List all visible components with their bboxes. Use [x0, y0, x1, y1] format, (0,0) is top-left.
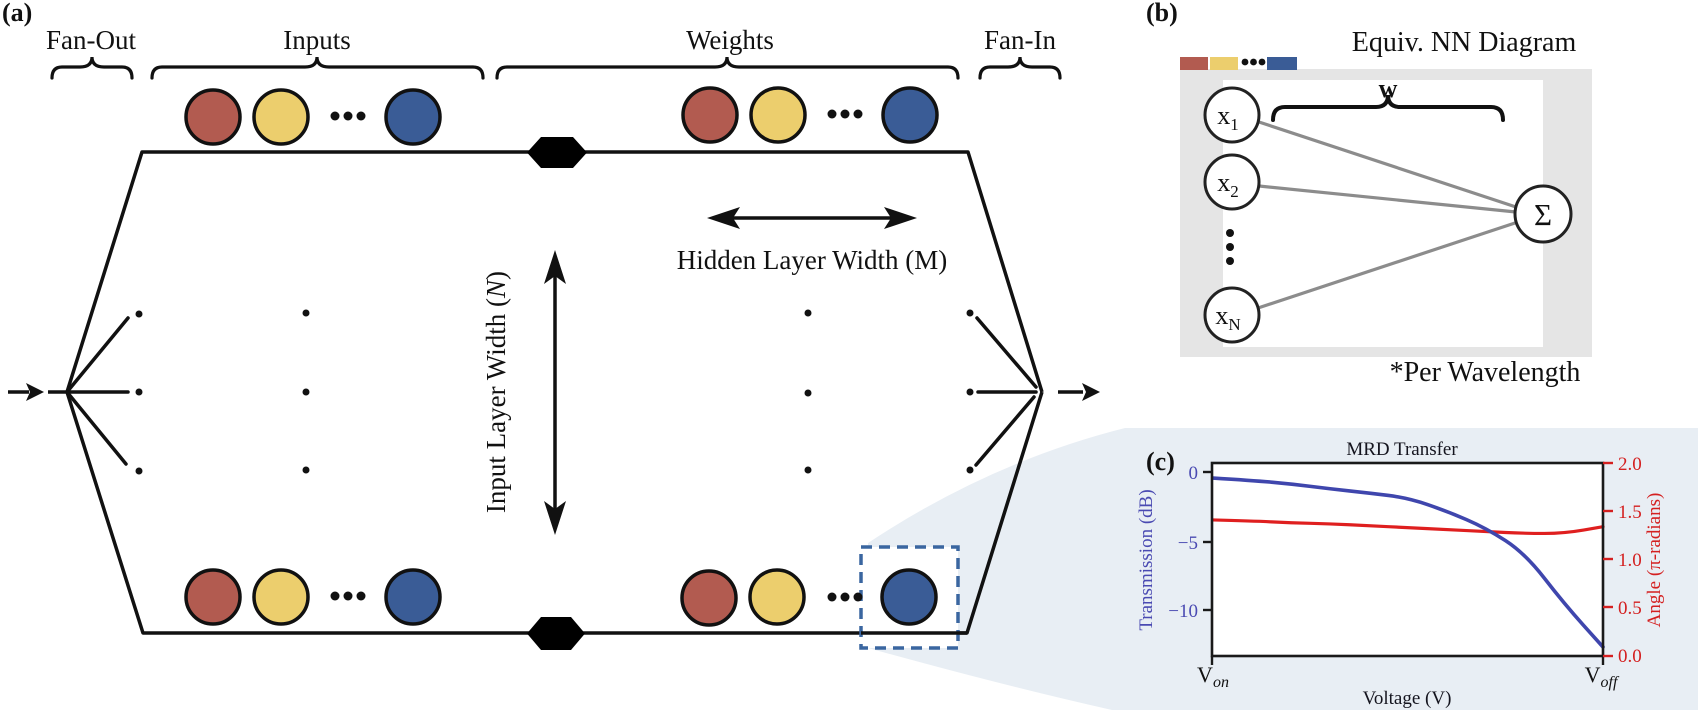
nn-inner-white-box — [1223, 80, 1543, 347]
weights-bottom-ellipsis — [827, 592, 863, 602]
left-tick-m5: −5 — [1178, 533, 1198, 554]
inputs-ring-row-top — [184, 88, 442, 146]
panel-a-label: (a) — [2, 0, 32, 27]
ring-blue — [384, 88, 442, 146]
ring-blue — [384, 568, 442, 626]
ring-blue-zoomed — [880, 568, 938, 626]
fan-in-brace — [978, 56, 1062, 80]
ring-blue — [881, 86, 939, 144]
plot-area — [1212, 463, 1603, 656]
node-x1 — [1203, 86, 1261, 144]
ring-red — [681, 86, 739, 144]
fan-in-spokes — [974, 316, 1038, 467]
right-tick-05: 0.5 — [1618, 598, 1642, 619]
fan-out-spokes — [65, 316, 130, 466]
fan-out-dots — [135, 310, 143, 475]
w-brace — [1271, 94, 1505, 122]
bottom-hexagon-modulator — [527, 617, 585, 650]
ring-red — [184, 568, 242, 626]
nn-edges — [1257, 120, 1519, 310]
inputs-bottom-ellipsis — [330, 591, 366, 601]
inputs-top-ellipsis — [330, 111, 366, 121]
legend-ellipsis — [1241, 58, 1266, 66]
node-x2 — [1203, 153, 1261, 211]
ring-yellow — [252, 88, 310, 146]
right-tick-marks — [1603, 461, 1613, 658]
nn-title: Equiv. NN Diagram — [1352, 27, 1577, 58]
right-tick-10: 1.0 — [1618, 550, 1642, 571]
ring-yellow — [252, 568, 310, 626]
hidden-layer-width-label: Hidden Layer Width (M) — [677, 245, 948, 275]
inputs-brace — [150, 56, 485, 80]
wavelength-legend — [1180, 57, 1297, 70]
inputs-ring-row-bottom — [184, 568, 442, 626]
per-wavelength-footnote: *Per Wavelength — [1390, 357, 1581, 388]
legend-square-yellow — [1210, 57, 1238, 70]
hidden-layer-width-arrow — [707, 207, 917, 229]
weights-top-ellipsis — [827, 109, 863, 119]
top-hexagon-modulator — [527, 137, 587, 168]
nn-input-nodes — [1203, 86, 1261, 344]
weights-brace — [495, 56, 960, 80]
transmission-curve — [1211, 476, 1605, 649]
ring-red — [184, 88, 242, 146]
left-tick-marks — [1203, 470, 1605, 665]
left-tick-m10: −10 — [1168, 601, 1198, 622]
weights-label: Weights — [686, 25, 774, 55]
nn-node-ellipsis — [1226, 229, 1234, 265]
node-x1-label: x1 — [1217, 101, 1239, 134]
panel-b: (b) Equiv. NN Diagram w x1 x2 xN Σ *Per … — [1146, 0, 1592, 388]
ring-yellow — [749, 86, 807, 144]
ring-red — [680, 569, 738, 627]
plot-title: MRD Transfer — [1346, 439, 1458, 460]
weights-ring-row-top — [681, 86, 939, 144]
fan-in-dots — [966, 309, 974, 474]
left-tick-0: 0 — [1189, 463, 1199, 484]
weights-column-dots — [804, 309, 812, 474]
fan-out-label: Fan-Out — [46, 25, 136, 55]
fan-in-label: Fan-In — [984, 25, 1056, 55]
ylabel-angle: Angle (π-radians) — [1644, 493, 1665, 628]
ring-yellow — [748, 568, 806, 626]
input-layer-width-arrow — [544, 250, 566, 535]
ylabel-transmission: Transmission (dB) — [1136, 489, 1157, 630]
x-tick-voff: Voff — [1585, 662, 1620, 691]
legend-square-red — [1180, 57, 1208, 70]
panel-b-label: (b) — [1146, 0, 1178, 27]
sum-node-label: Σ — [1534, 197, 1552, 232]
node-sum — [1513, 184, 1573, 244]
right-tick-00: 0.0 — [1618, 646, 1642, 667]
node-xN — [1203, 286, 1261, 344]
node-xN-label: xN — [1215, 301, 1240, 334]
legend-square-blue — [1267, 57, 1297, 70]
panel-a: (a) Fan-Out Inputs Weights Fan-In Hidden… — [2, 0, 1100, 650]
input-layer-width-label: Input Layer Width (N) — [481, 271, 511, 513]
angle-curve — [1211, 518, 1605, 536]
inputs-label: Inputs — [283, 25, 351, 55]
xlabel-voltage: Voltage (V) — [1363, 688, 1452, 709]
panel-c: 0 −5 −10 2.0 1.5 1.0 0.5 0.0 Von Voff (c… — [1136, 439, 1665, 709]
output-arrow — [1058, 383, 1100, 401]
w-label: w — [1379, 74, 1398, 103]
node-x2-label: x2 — [1217, 168, 1239, 201]
weights-ring-row-bottom — [680, 568, 938, 627]
panel-c-label: (c) — [1146, 447, 1175, 476]
right-tick-20: 2.0 — [1618, 454, 1642, 475]
inputs-column-dots — [302, 309, 310, 474]
right-tick-15: 1.5 — [1618, 502, 1642, 523]
input-arrow — [8, 383, 67, 401]
x-tick-von: Von — [1197, 662, 1229, 691]
fan-out-brace — [50, 56, 134, 80]
